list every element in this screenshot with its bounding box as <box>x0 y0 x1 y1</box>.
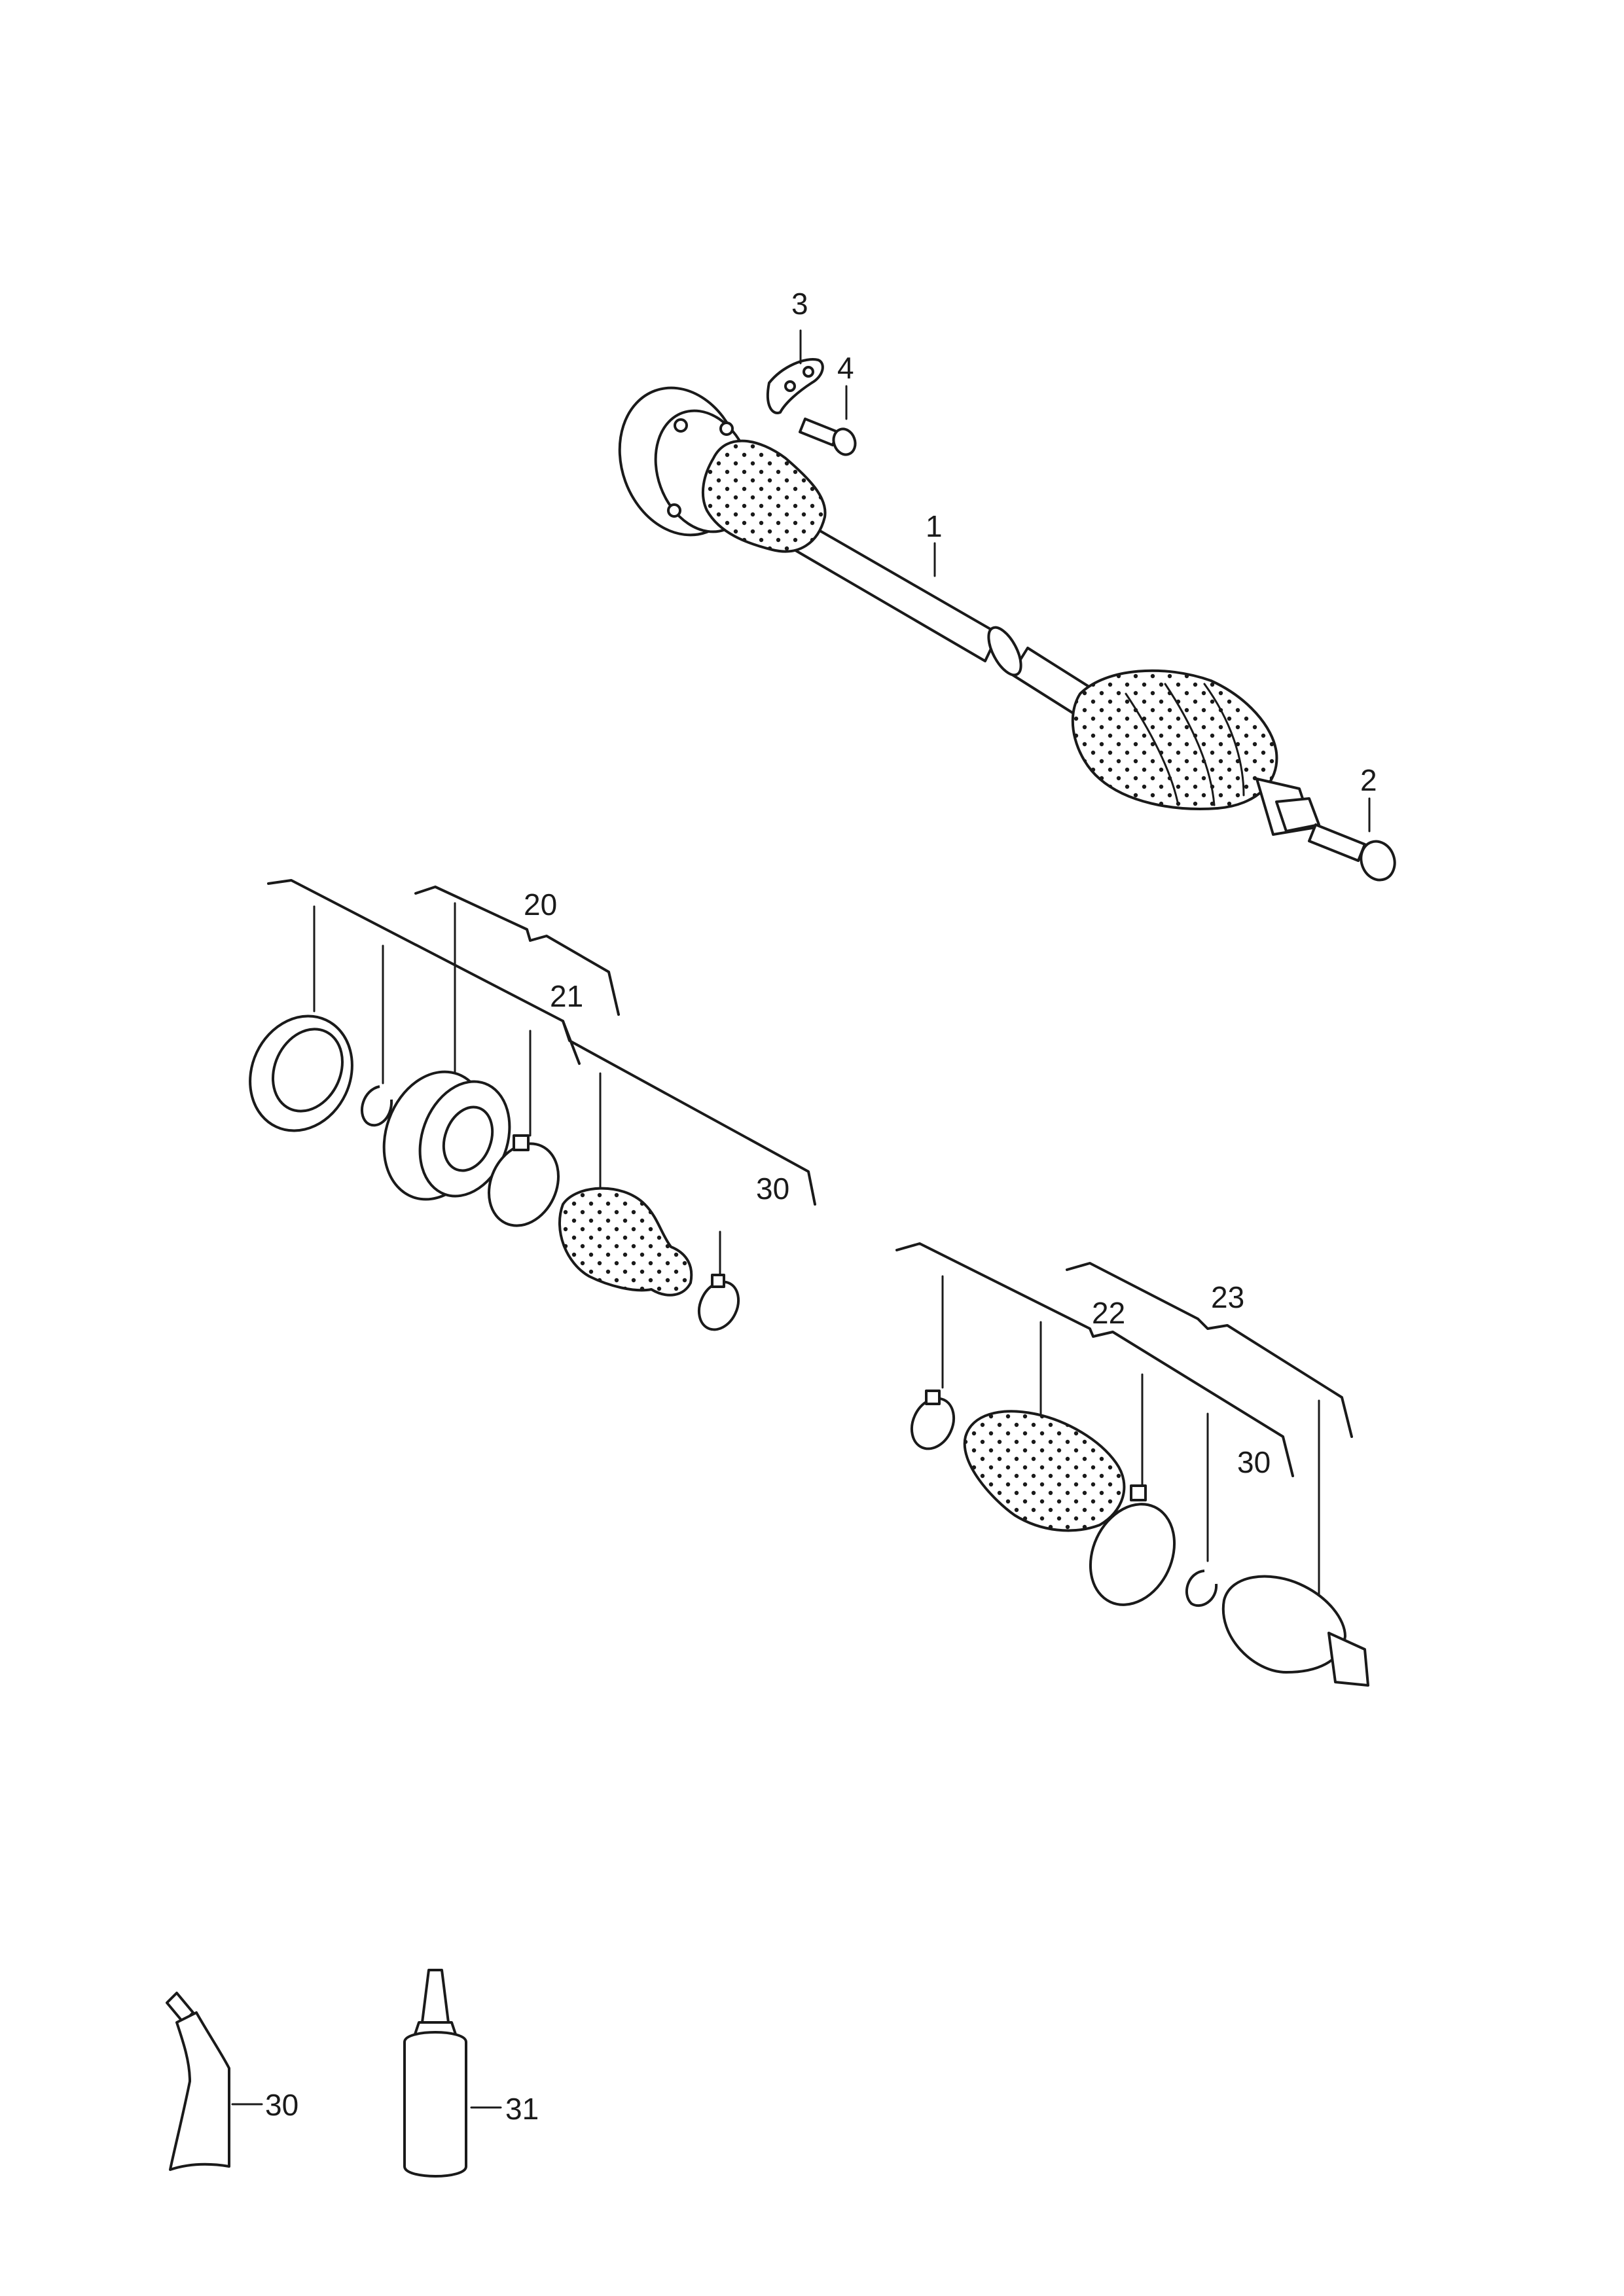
bracket-23 <box>1066 1262 1353 1438</box>
outer-boot-ribs <box>1125 683 1245 806</box>
callout-3: 3 <box>791 287 808 321</box>
callout-23: 23 <box>1211 1280 1244 1314</box>
callout-20: 20 <box>524 888 557 922</box>
circlip <box>360 1085 393 1127</box>
callout-30-grease: 30 <box>265 2088 298 2122</box>
outer-circlip <box>1185 1570 1218 1607</box>
boot-clamp-large <box>488 1134 560 1227</box>
inner-boot <box>702 439 827 553</box>
leaders-inner-kit <box>313 902 721 1284</box>
leaders-outer-kit <box>941 1275 1320 1602</box>
callout-1: 1 <box>926 509 943 543</box>
callout-30-inner: 30 <box>756 1172 789 1206</box>
shaft-tube <box>787 519 1000 662</box>
callout-4: 4 <box>837 351 854 385</box>
bracket-22 <box>895 1242 1294 1477</box>
inner-joint-kit <box>249 879 816 1331</box>
callout-22: 22 <box>1092 1296 1125 1330</box>
bracket-21 <box>414 886 620 1016</box>
outer-clamp-small <box>910 1390 956 1450</box>
socket-bolt <box>799 418 857 456</box>
joint-cover <box>249 1014 353 1132</box>
drive-shaft-assembly <box>618 386 1320 836</box>
callout-30-outer: 30 <box>1237 1445 1271 1479</box>
outer-cv-joint <box>1221 1575 1369 1687</box>
bracket-30a <box>562 1020 816 1206</box>
flange-bolt <box>1308 823 1396 882</box>
locking-plate <box>766 358 824 414</box>
sealant-bottle <box>403 1969 467 2178</box>
boot-clamp-small <box>697 1274 740 1331</box>
shaft-collar <box>987 626 1022 677</box>
grease-tube <box>166 1992 230 2171</box>
callout-31: 31 <box>505 2092 539 2126</box>
outer-clamp-large <box>1089 1484 1176 1606</box>
cv-joint-body <box>382 1070 511 1201</box>
callout-2: 2 <box>1360 763 1377 797</box>
inner-kit-boot <box>558 1187 693 1297</box>
callout-21: 21 <box>550 979 583 1013</box>
outer-kit-boot <box>963 1410 1126 1532</box>
outer-joint-kit <box>895 1242 1369 1687</box>
